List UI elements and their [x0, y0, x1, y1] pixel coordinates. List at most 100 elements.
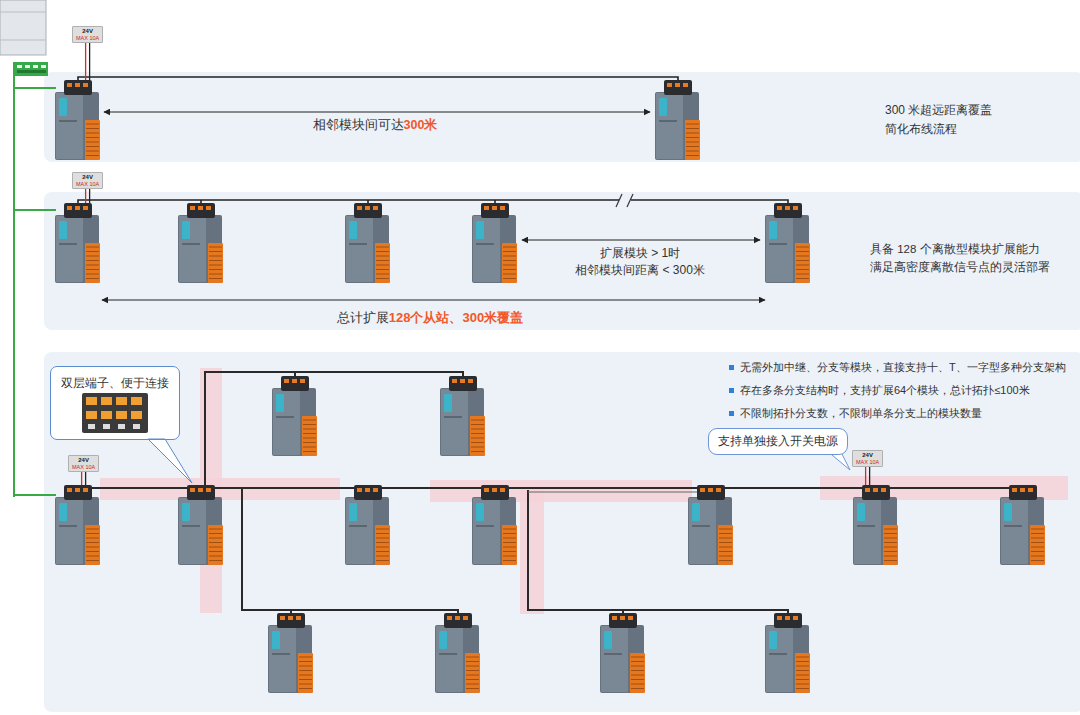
io-terminal-stripe [503, 265, 516, 266]
io-terminal-stripe [884, 529, 897, 530]
module-body [268, 625, 312, 693]
terminal-pin [373, 488, 378, 492]
module-indicator [476, 503, 484, 521]
bus-wire [78, 200, 788, 203]
terminal-pin [75, 83, 80, 87]
io-terminal-stripe [686, 128, 699, 129]
io-module [55, 203, 100, 283]
io-terminal-stripe [719, 560, 732, 561]
terminal-pin [492, 488, 497, 492]
io-module [472, 485, 517, 565]
module-indicator [349, 221, 357, 239]
plc-terminal-mark [41, 65, 46, 68]
io-module [435, 613, 480, 693]
io-terminal-stripe [86, 155, 99, 156]
module-body [472, 497, 516, 565]
io-terminal-stripe [796, 666, 809, 667]
module-groove [692, 525, 710, 527]
io-terminal-stripe [719, 529, 732, 530]
terminal-pin [83, 83, 88, 87]
io-terminal-stripe [796, 260, 809, 261]
terminal-pin [83, 488, 88, 492]
voltage-text: 24V [856, 452, 879, 459]
terminal-picture [82, 393, 148, 433]
plc-terminal-mark [25, 65, 30, 68]
terminal-pin [667, 83, 672, 87]
io-terminal-stripe [376, 533, 389, 534]
io-terminal-stripe [303, 442, 316, 443]
panel-ground [44, 72, 1080, 162]
terminal-pin [300, 379, 305, 383]
io-terminal-stripe [471, 438, 484, 439]
io-terminal-strip [1030, 525, 1045, 565]
io-terminal-stripe [86, 533, 99, 534]
io-terminal-stripe [86, 556, 99, 557]
io-terminal-stripe [503, 260, 516, 261]
power-supply-tag: 24VMAX 10A [72, 172, 103, 189]
module-groove [59, 120, 77, 122]
module-face [273, 389, 300, 455]
io-terminal-stripe [303, 451, 316, 452]
module-indicator [59, 221, 67, 239]
module-terminal [774, 613, 802, 628]
terminal-hole [103, 424, 110, 429]
bullet-square [729, 365, 734, 370]
module-terminal [64, 203, 92, 218]
io-terminal-stripe [209, 556, 222, 557]
dimension-label: 总计扩展 [337, 310, 389, 325]
io-terminal-stripe [299, 657, 312, 658]
module-groove [476, 243, 494, 245]
current-rating: MAX 10A [856, 459, 879, 465]
terminal-pin [292, 379, 297, 383]
io-module [853, 485, 898, 565]
io-terminal-stripe [719, 547, 732, 548]
terminal-pin [460, 379, 465, 383]
terminal-pin [700, 488, 705, 492]
module-indicator [476, 221, 484, 239]
module-terminal [862, 485, 890, 500]
plc-terminal [14, 62, 48, 76]
io-terminal-stripe [209, 269, 222, 270]
module-groove [349, 243, 367, 245]
io-terminal-stripe [86, 560, 99, 561]
module-terminal [64, 80, 92, 95]
terminal-pin [357, 488, 362, 492]
module-terminal [354, 203, 382, 218]
io-terminal-stripe [466, 679, 479, 680]
feature-panel: 无需外加中继、分支等模块，直接支持十、T、一字型多种分支架构存在多条分支结构时，… [44, 352, 1080, 712]
terminal-pin [628, 616, 633, 620]
module-indicator [1004, 503, 1012, 521]
io-terminal-stripe [209, 529, 222, 530]
bus-wire [528, 492, 700, 493]
module-face [473, 498, 500, 564]
io-terminal-strip [795, 243, 810, 283]
io-terminal-stripe [796, 661, 809, 662]
terminal-pin [785, 616, 790, 620]
module-groove [349, 525, 367, 527]
module-face [689, 498, 716, 564]
module-body [655, 92, 699, 160]
io-terminal-stripe [471, 451, 484, 452]
io-terminal-stripe [299, 670, 312, 671]
terminal-pin [708, 488, 713, 492]
module-groove [1004, 525, 1022, 527]
module-face [179, 216, 206, 282]
power-wire [865, 467, 866, 485]
io-terminal-stripe [503, 529, 516, 530]
io-terminal-stripe [796, 657, 809, 658]
terminal-pin [500, 488, 505, 492]
plc-body [0, 0, 46, 55]
terminal-pin [67, 83, 72, 87]
module-body [345, 497, 389, 565]
io-terminal-stripe [796, 679, 809, 680]
io-terminal-stripe [503, 556, 516, 557]
io-terminal-stripe [376, 260, 389, 261]
terminal-slot [116, 411, 127, 419]
module-body [440, 388, 484, 456]
module-indicator [59, 503, 67, 521]
io-terminal-stripe [686, 124, 699, 125]
terminal-slot [101, 411, 112, 419]
terminal-slot [101, 397, 112, 405]
module-terminal [449, 376, 477, 391]
module-indicator [692, 503, 700, 521]
